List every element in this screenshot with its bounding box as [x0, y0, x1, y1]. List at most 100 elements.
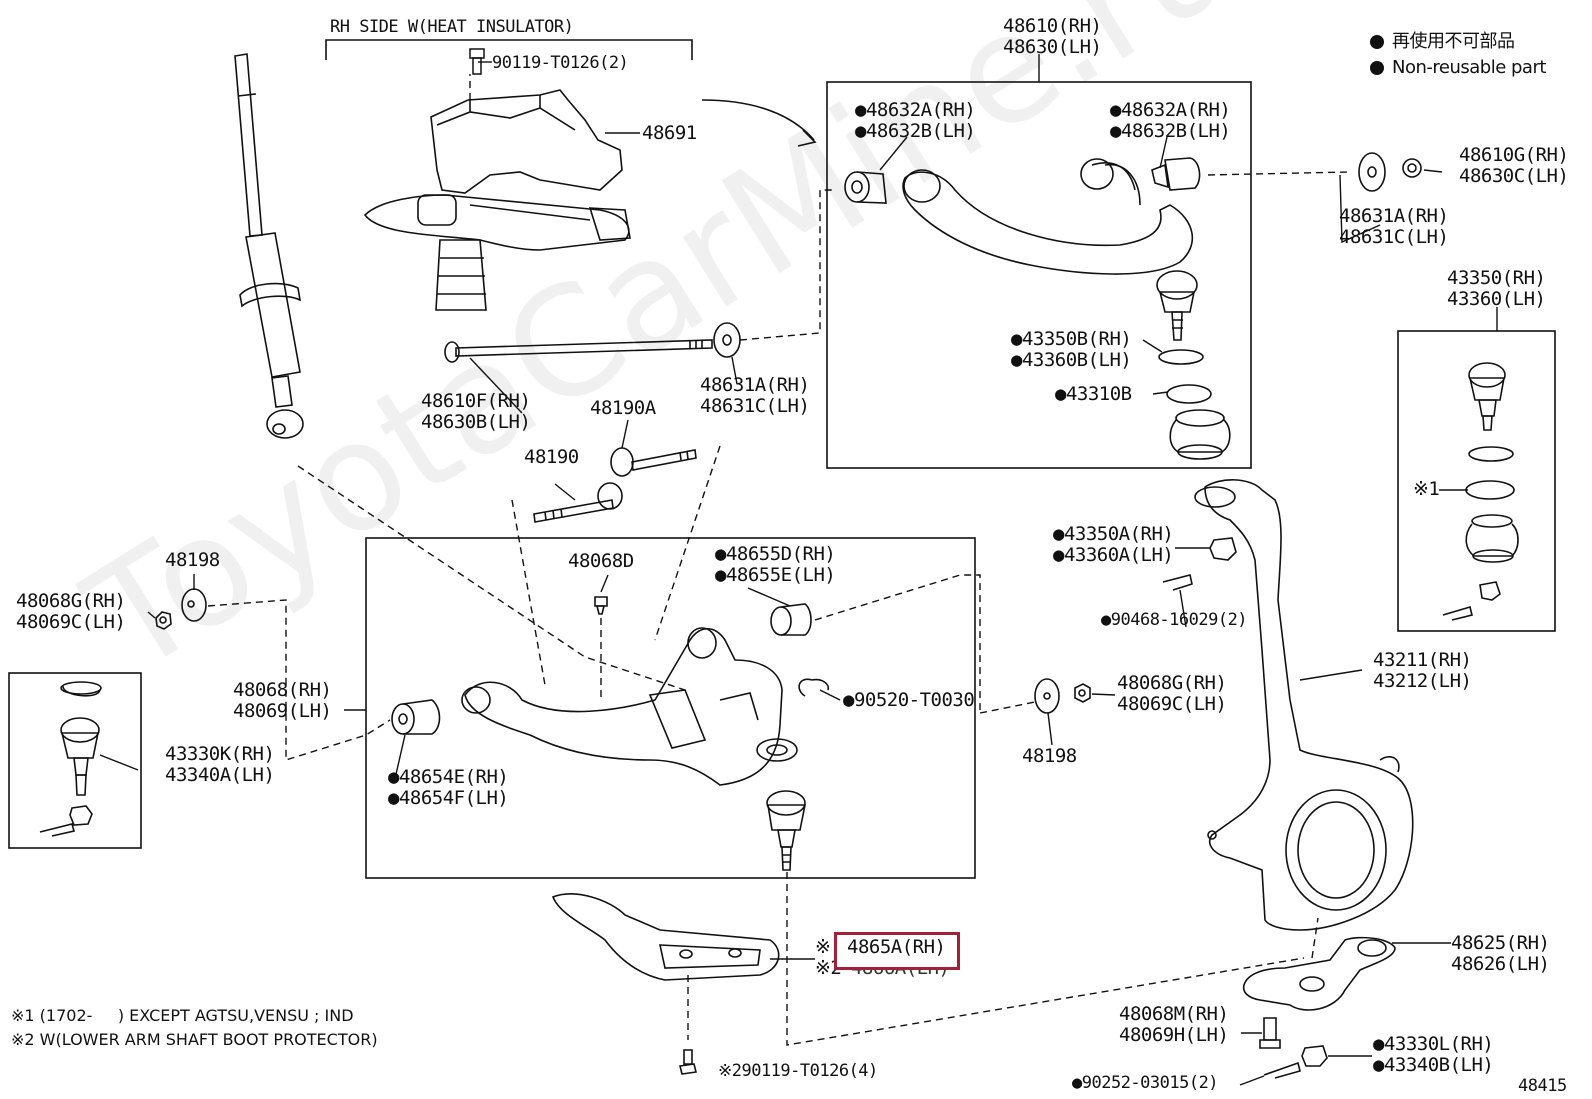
- label-48069c-lh-right[interactable]: 48069C(LH): [1117, 693, 1227, 715]
- non-reusable-dot: [843, 689, 854, 711]
- label-43330l-rh[interactable]: 43330L(RH): [1373, 1033, 1494, 1055]
- label-48655e-lh[interactable]: 48655E(LH): [715, 564, 836, 586]
- insulator-bracket: [325, 39, 693, 60]
- dash-knuckle-arm: [1311, 917, 1319, 959]
- footnote-1: ※1 (1702- ) EXCEPT AGTSU,VENSU ; IND: [11, 1006, 354, 1025]
- nut-48610g: [1402, 158, 1422, 178]
- label-48610g-rh[interactable]: 48610G(RH): [1459, 144, 1569, 166]
- label-48632a-rh-right[interactable]: 48632A(RH): [1110, 99, 1231, 121]
- highlighted-part-box[interactable]: [834, 932, 960, 970]
- label-48630-lh[interactable]: 48630(LH): [1003, 36, 1102, 58]
- label-43360a-lh[interactable]: 43360A(LH): [1053, 544, 1174, 566]
- label-48630b-lh[interactable]: 48630B(LH): [421, 411, 531, 433]
- label-48198-right[interactable]: 48198: [1022, 745, 1077, 767]
- shock-absorber: [234, 53, 304, 439]
- label-48626-lh[interactable]: 48626(LH): [1451, 953, 1550, 975]
- snap-ring-upper: [1158, 349, 1204, 365]
- label-48632a-rh-left[interactable]: 48632A(RH): [855, 99, 976, 121]
- upper-control-arm: [902, 158, 1194, 275]
- label-48631a-rh-top[interactable]: 48631A(RH): [1339, 205, 1449, 227]
- label-43211-rh[interactable]: 43211(RH): [1373, 649, 1472, 671]
- snap-ring-90520: [798, 678, 830, 697]
- label-48068g-rh-left[interactable]: 48068G(RH): [16, 590, 126, 612]
- label-43330k-rh[interactable]: 43330K(RH): [165, 743, 275, 765]
- non-reusable-dot: [388, 787, 399, 809]
- label-48625-rh[interactable]: 48625(RH): [1451, 932, 1550, 954]
- dash-lower-ball: [786, 872, 1305, 1046]
- label-48632b-lh-right[interactable]: 48632B(LH): [1110, 120, 1231, 142]
- legend-jp: 再使用不可部品: [1392, 31, 1515, 52]
- cam-washer-left: [181, 588, 207, 622]
- label-90468-16029-2[interactable]: 90468-16029(2): [1101, 610, 1248, 631]
- bushing-upper-left: [844, 171, 887, 204]
- non-reusable-dot: [1072, 1073, 1082, 1093]
- label-48631c-lh-mid[interactable]: 48631C(LH): [700, 395, 810, 417]
- label-43340a-lh[interactable]: 43340A(LH): [165, 764, 275, 786]
- bolt-48610f: [444, 339, 713, 363]
- cotter-pin-upper: [1162, 574, 1193, 591]
- label-48190a[interactable]: 48190A: [590, 397, 656, 419]
- cotter-pin-lower: [1263, 1061, 1301, 1079]
- label-48069c-lh-left[interactable]: 48069C(LH): [16, 611, 126, 633]
- lower-control-arm: [461, 627, 798, 786]
- label-48069h-lh[interactable]: 48069H(LH): [1119, 1024, 1229, 1046]
- steering-knuckle: [1194, 479, 1414, 931]
- label-43212-lh[interactable]: 43212(LH): [1373, 670, 1472, 692]
- label-90252-03015-2[interactable]: 90252-03015(2): [1072, 1073, 1219, 1094]
- label-48654e-rh[interactable]: 48654E(RH): [388, 766, 509, 788]
- label-43350b-rh[interactable]: 43350B(RH): [1011, 328, 1132, 350]
- label-48198-left[interactable]: 48198: [165, 549, 220, 571]
- label-4865a-rh[interactable]: 4865A(RH): [847, 936, 946, 958]
- nut-43330l: [1301, 1045, 1328, 1067]
- upper-ball-joint: [1156, 270, 1198, 341]
- insulator-header: RH SIDE W(HEAT INSULATOR): [330, 17, 574, 37]
- label-48068d[interactable]: 48068D: [568, 550, 634, 572]
- dash-48190: [511, 499, 546, 686]
- label-48068m-rh[interactable]: 48068M(RH): [1119, 1003, 1229, 1025]
- label-48068-rh[interactable]: 48068(RH): [233, 679, 332, 701]
- label-43360-lh[interactable]: 43360(LH): [1447, 288, 1546, 310]
- heat-insulator: [430, 89, 623, 194]
- bolt-90119-bottom: [679, 1049, 697, 1075]
- non-reusable-dot: [1053, 523, 1064, 545]
- non-reusable-dot: [1055, 383, 1066, 405]
- label-48630c-lh[interactable]: 48630C(LH): [1459, 165, 1569, 187]
- label-90520-t0030[interactable]: 90520-T0030: [843, 689, 975, 711]
- label-48069-lh[interactable]: 48069(LH): [233, 700, 332, 722]
- label-48610f-rh[interactable]: 48610F(RH): [421, 390, 531, 412]
- label-48610-rh[interactable]: 48610(RH): [1003, 15, 1102, 37]
- label-48654f-lh[interactable]: 48654F(LH): [388, 787, 509, 809]
- non-reusable-dot: [715, 543, 726, 565]
- dash-upper-bolt: [739, 189, 832, 341]
- footnote-2: ※2 W(LOWER ARM SHAFT BOOT PROTECTOR): [11, 1030, 378, 1049]
- label-90119-t0126-2[interactable]: 90119-T0126(2): [492, 53, 629, 73]
- label-90119-t0126-4[interactable]: ※290119-T0126(4): [718, 1061, 878, 1081]
- dash-right-cam: [979, 701, 1036, 714]
- label-48068g-rh-right[interactable]: 48068G(RH): [1117, 672, 1227, 694]
- nut-48068g-right: [1074, 683, 1091, 703]
- non-reusable-dot: [855, 120, 866, 142]
- label-48691[interactable]: 48691: [642, 122, 697, 144]
- label-43360b-lh[interactable]: 43360B(LH): [1011, 349, 1132, 371]
- label-43350a-rh[interactable]: 43350A(RH): [1053, 523, 1174, 545]
- non-reusable-dot: [1011, 328, 1022, 350]
- upper-arm-small: [363, 194, 631, 311]
- lower-ball-joint: [766, 790, 806, 871]
- label-48190[interactable]: 48190: [524, 446, 579, 468]
- label-48631c-lh-top[interactable]: 48631C(LH): [1339, 226, 1449, 248]
- label-43310b[interactable]: 43310B: [1055, 383, 1132, 405]
- label-48632b-lh-left[interactable]: 48632B(LH): [855, 120, 976, 142]
- nut-48068d: [594, 596, 608, 615]
- label-43350-rh[interactable]: 43350(RH): [1447, 267, 1546, 289]
- label-48631a-rh-mid[interactable]: 48631A(RH): [700, 374, 810, 396]
- label-48655d-rh[interactable]: 48655D(RH): [715, 543, 836, 565]
- lower-arm-box: [365, 537, 976, 879]
- label-mark-highlight: ※: [815, 936, 831, 958]
- dash-left-cam: [207, 599, 391, 761]
- steering-arm-48625: [1242, 936, 1396, 1011]
- castle-nut-43350a: [1209, 537, 1237, 561]
- non-reusable-dot: [715, 564, 726, 586]
- non-reusable-dot: [855, 99, 866, 121]
- label-43340b-lh[interactable]: 43340B(LH): [1373, 1054, 1494, 1076]
